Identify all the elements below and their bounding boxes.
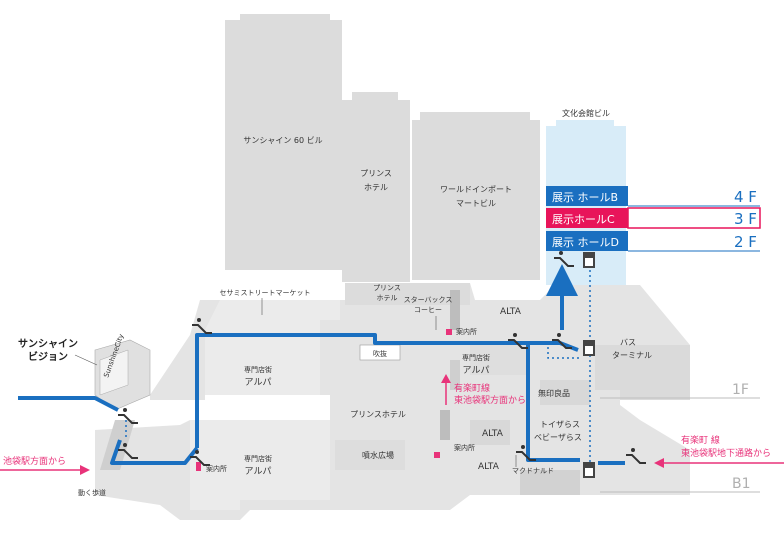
- sesami-label: セサミストリートマーケット: [220, 289, 311, 297]
- yurakucho-mid-label-2: 東池袋駅方面から: [454, 394, 526, 406]
- hall-b-floor: 4 F: [734, 188, 757, 206]
- hall-c-floor: 3 F: [734, 210, 757, 228]
- info-b1-left-marker: [196, 462, 201, 471]
- escalator-icon: [508, 333, 528, 349]
- world-import-label-2: マートビル: [456, 199, 496, 208]
- prince-hotel-label-2: ホテル: [364, 183, 388, 192]
- escalator-icon: [192, 318, 212, 334]
- muji-label: 無印良品: [538, 388, 570, 398]
- info-b1-left-label: 案内所: [206, 464, 227, 473]
- escalator-icon: [190, 450, 210, 466]
- elevator-icon: [583, 252, 595, 268]
- yurakucho-right-label-2: 東池袋駅地下通路から: [681, 447, 771, 459]
- entry-ikebukuro: 池袋駅方面から: [0, 455, 90, 475]
- hall-c-name: 展示ホールC: [552, 213, 615, 226]
- escalator-icon: [516, 445, 536, 461]
- alta-1f-label: ALTA: [500, 307, 522, 317]
- info-b1-label: 案内所: [454, 443, 475, 452]
- escalator-icon: [118, 408, 138, 424]
- hall-d-floor: 2 F: [734, 233, 757, 251]
- senmon-1f-right-1: 専門店街: [462, 353, 490, 362]
- building-sunshine60: サンシャイン 60 ビル: [225, 14, 342, 270]
- starbucks-label-1: スターバックス: [404, 295, 453, 304]
- escalator-icon: [554, 251, 574, 267]
- hall-d-name: 展示 ホールD: [552, 236, 619, 249]
- sunshine-vision-label-2: ビジョン: [28, 350, 68, 363]
- prince-hotel-b1-label: プリンスホテル: [350, 410, 406, 419]
- fukinuke-label: 吹抜: [373, 349, 387, 358]
- elevator-icon: [583, 462, 595, 478]
- prince-hotel-label-1: プリンス: [360, 169, 392, 178]
- yurakucho-mid-label-1: 有楽町線: [454, 382, 490, 394]
- building-prince-hotel: プリンス ホテル: [342, 92, 410, 282]
- elevator-icon: [583, 340, 595, 356]
- bus-terminal-label-1: バス: [620, 338, 636, 347]
- sunshine-vision-label-1: サンシャイン: [18, 338, 78, 350]
- escalator-icon: [626, 448, 646, 464]
- alta-b1-label: ALTA: [482, 429, 504, 439]
- toys-label-2: ベビーザらス: [534, 433, 582, 442]
- ikebukuro-entry-label: 池袋駅方面から: [3, 455, 66, 467]
- hall-d-row: 展示 ホールD 2 F: [546, 231, 760, 252]
- moving-walkway-label: 動く歩道: [78, 488, 106, 497]
- entry-yurakucho-right: 有楽町 線 東池袋駅地下通路から: [654, 434, 784, 468]
- senmon-1f-left-2: アルパ: [245, 377, 272, 388]
- info-1f-marker: [446, 329, 452, 335]
- sunshine-vision: SunshineCity サンシャイン ビジョン: [18, 333, 151, 411]
- info-1f-label: 案内所: [456, 327, 477, 336]
- senmon-1f-left-1: 専門店街: [244, 365, 272, 374]
- senmon-b1-1: 専門店街: [244, 454, 272, 463]
- hall-b-row: 展示 ホールB 4 F: [546, 186, 760, 207]
- world-import-label-1: ワールドインポート: [440, 185, 512, 194]
- toys-label-1: トイザらス: [540, 420, 580, 429]
- route-path: [18, 264, 625, 465]
- prince-1f-label-1: プリンス: [373, 284, 401, 292]
- senmon-1f-right-2: アルパ: [463, 365, 490, 376]
- bus-terminal-label-2: ターミナル: [612, 351, 652, 360]
- prince-1f-label-2: ホテル: [377, 294, 398, 302]
- floor-b1: B1 プリンスホテル ALTA 案内所 トイザらス ベビーザらス 専門店街 アル…: [95, 405, 760, 520]
- sunshine60-label: サンシャイン 60 ビル: [243, 136, 322, 145]
- alta-b1-low-label: ALTA: [478, 462, 500, 472]
- escalator-icon: [552, 333, 572, 349]
- yurakucho-right-label-1: 有楽町 線: [681, 434, 720, 446]
- info-b1-marker: [434, 452, 440, 458]
- route-dotted: [125, 270, 591, 470]
- starbucks-label-2: コーヒー: [414, 306, 442, 314]
- level-1f: 1F: [732, 382, 749, 398]
- hall-c-row: 展示ホールC 3 F: [546, 207, 761, 229]
- hall-b-name: 展示 ホールB: [552, 191, 618, 204]
- escalator-icon: [118, 443, 138, 459]
- building-world-import-mart: ワールドインポート マートビル: [412, 112, 540, 280]
- senmon-b1-2: アルパ: [245, 466, 272, 477]
- mcdonalds-label: マクドナルド: [512, 467, 554, 475]
- bunka-kaikan-label: 文化会館ビル: [562, 108, 610, 118]
- level-b1: B1: [732, 476, 751, 492]
- entry-yurakucho-mid: 有楽町線 東池袋駅方面から: [441, 374, 526, 406]
- funsui-label: 噴水広場: [362, 450, 394, 460]
- floor-1f: 1F セサミストリートマーケット プリンス ホテル スターバックス コーヒー A…: [150, 283, 760, 405]
